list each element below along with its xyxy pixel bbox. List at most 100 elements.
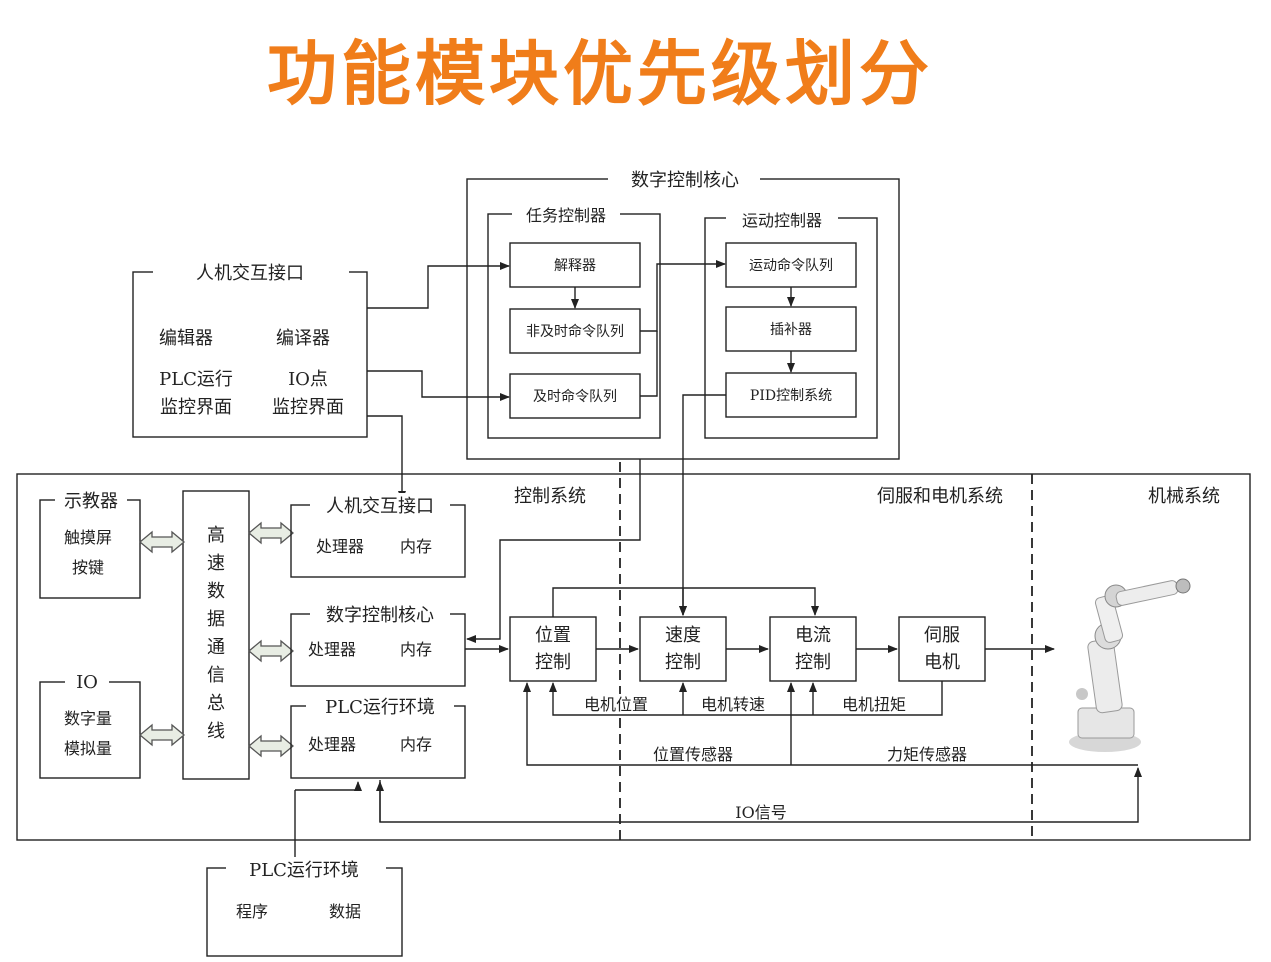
bus-char: 据 bbox=[207, 609, 225, 630]
module-hmi: 人机交互接口 处理器 内存 bbox=[290, 493, 466, 578]
task-controller-title: 任务控制器 bbox=[526, 206, 606, 225]
arrow-hmi-to-rt-queue bbox=[367, 370, 510, 401]
section-servo: 伺服和电机系统 bbox=[877, 486, 1003, 507]
speed-control-box bbox=[639, 616, 727, 682]
io-frame bbox=[39, 681, 141, 779]
plc-env-data: 数据 bbox=[329, 902, 361, 921]
bus-char: 信 bbox=[207, 665, 225, 686]
plc-env-bottom-group: PLC运行环境 程序 数据 bbox=[206, 781, 403, 957]
bus-char: 通 bbox=[207, 637, 225, 658]
motion-queue-label: 运动命令队列 bbox=[749, 257, 833, 274]
section-control: 控制系统 bbox=[514, 486, 586, 507]
nc-core-title: 数字控制核心 bbox=[631, 170, 739, 191]
compiler-label: 编译器 bbox=[276, 328, 330, 349]
double-arrow-hmi bbox=[247, 521, 295, 545]
feedback-position-sensor bbox=[523, 682, 1138, 766]
label-motor-position: 电机位置 bbox=[584, 695, 648, 714]
touchscreen-label: 触摸屏 bbox=[64, 528, 112, 547]
double-arrow-nc bbox=[247, 639, 295, 663]
teach-pendant-frame bbox=[39, 499, 141, 599]
label-torque-sensor: 力矩传感器 bbox=[887, 745, 967, 764]
module-hmi-memory: 内存 bbox=[400, 537, 432, 556]
double-arrow-teach bbox=[138, 530, 186, 554]
section-mechanical: 机械系统 bbox=[1148, 486, 1220, 507]
arrow-nonrt-to-motion bbox=[640, 260, 726, 332]
double-arrow-plc bbox=[247, 734, 295, 758]
servo-motor-box bbox=[898, 616, 986, 682]
module-nc-title: 数字控制核心 bbox=[326, 605, 434, 626]
arrow-plc-bottom-to-module bbox=[295, 781, 362, 791]
arrow-hmi-to-module bbox=[367, 415, 406, 501]
motion-controller-title: 运动控制器 bbox=[742, 211, 822, 230]
non-realtime-queue-label: 非及时命令队列 bbox=[526, 323, 624, 340]
module-hmi-title: 人机交互接口 bbox=[326, 496, 434, 517]
label-io-signal: IO信号 bbox=[735, 803, 786, 822]
arrow-rt-to-motion bbox=[640, 331, 658, 397]
io-monitor-label: 监控界面 bbox=[272, 397, 344, 418]
arrow-hmi-to-interpreter bbox=[367, 262, 510, 309]
pid-label: PID控制系统 bbox=[750, 388, 832, 404]
current-control-l1: 电流 bbox=[795, 625, 831, 646]
module-nc-processor: 处理器 bbox=[308, 640, 356, 659]
digital-label: 数字量 bbox=[64, 709, 112, 728]
editor-label: 编辑器 bbox=[159, 328, 213, 349]
arrow-position-to-current bbox=[552, 587, 819, 617]
module-nc: 数字控制核心 处理器 内存 bbox=[290, 602, 466, 687]
io-group: IO 数字量 模拟量 bbox=[39, 670, 141, 779]
interpreter-label: 解释器 bbox=[554, 258, 596, 274]
double-arrow-io bbox=[138, 723, 186, 747]
module-nc-memory: 内存 bbox=[400, 640, 432, 659]
module-plc-title: PLC运行环境 bbox=[325, 697, 435, 718]
plc-monitor-label: 监控界面 bbox=[160, 397, 232, 418]
feedback-motor-position bbox=[549, 681, 943, 716]
hmi-top-title: 人机交互接口 bbox=[196, 263, 304, 284]
realtime-queue-label: 及时命令队列 bbox=[533, 388, 617, 405]
module-hmi-processor: 处理器 bbox=[316, 537, 364, 556]
realtime-queue-box bbox=[509, 373, 641, 419]
bus-char: 高 bbox=[207, 525, 225, 546]
label-position-sensor: 位置传感器 bbox=[653, 745, 733, 764]
bus-char: 线 bbox=[207, 721, 225, 742]
bus-box bbox=[182, 490, 250, 780]
arrow-core-to-nc-module bbox=[466, 459, 641, 643]
label-motor-torque: 电机扭矩 bbox=[842, 695, 906, 714]
servo-motor-l2: 电机 bbox=[924, 652, 960, 673]
current-control-l2: 控制 bbox=[795, 652, 831, 673]
teach-pendant-group: 示教器 触摸屏 按键 bbox=[39, 489, 141, 599]
plc-env-program: 程序 bbox=[236, 902, 268, 921]
page-title: 功能模块优先级划分 bbox=[267, 33, 933, 115]
servo-motor-l1: 伺服 bbox=[924, 625, 960, 646]
io-title: IO bbox=[76, 672, 98, 693]
position-control-l1: 位置 bbox=[535, 625, 571, 646]
position-control-l2: 控制 bbox=[535, 652, 571, 673]
motion-queue-box bbox=[725, 242, 857, 288]
analog-label: 模拟量 bbox=[64, 739, 112, 758]
robot-arm-image bbox=[1069, 578, 1191, 752]
current-control-box bbox=[769, 616, 857, 682]
system-frame bbox=[16, 473, 1251, 841]
io-point-label: IO点 bbox=[288, 369, 328, 390]
module-plc: PLC运行环境 处理器 内存 bbox=[290, 694, 466, 779]
module-plc-memory: 内存 bbox=[400, 735, 432, 754]
teach-pendant-title: 示教器 bbox=[64, 491, 118, 512]
label-motor-speed: 电机转速 bbox=[701, 695, 765, 714]
plc-run-label: PLC运行 bbox=[159, 369, 233, 390]
module-plc-processor: 处理器 bbox=[308, 735, 356, 754]
speed-control-l1: 速度 bbox=[665, 625, 701, 646]
bus-char: 数 bbox=[207, 581, 225, 602]
bus-char: 速 bbox=[207, 553, 225, 574]
interpolator-label: 插补器 bbox=[770, 322, 812, 338]
nc-core-group: 数字控制核心 任务控制器 解释器 非及时命令队列 及时命令队列 运动控制器 运动… bbox=[466, 168, 900, 460]
arrow-pid-to-speed bbox=[679, 394, 726, 616]
control-loop: 位置 控制 速度 控制 电流 控制 伺服 电机 电机位置 电机 bbox=[376, 394, 1142, 823]
speed-control-l2: 控制 bbox=[665, 652, 701, 673]
hmi-top-group: 人机交互接口 编辑器 编译器 PLC运行 监控界面 IO点 监控界面 bbox=[132, 260, 510, 501]
keys-label: 按键 bbox=[72, 558, 104, 577]
bus-char: 总 bbox=[207, 693, 225, 714]
plc-env-bottom-title: PLC运行环境 bbox=[249, 860, 359, 881]
pid-box bbox=[725, 372, 857, 418]
double-arrows bbox=[138, 521, 295, 758]
